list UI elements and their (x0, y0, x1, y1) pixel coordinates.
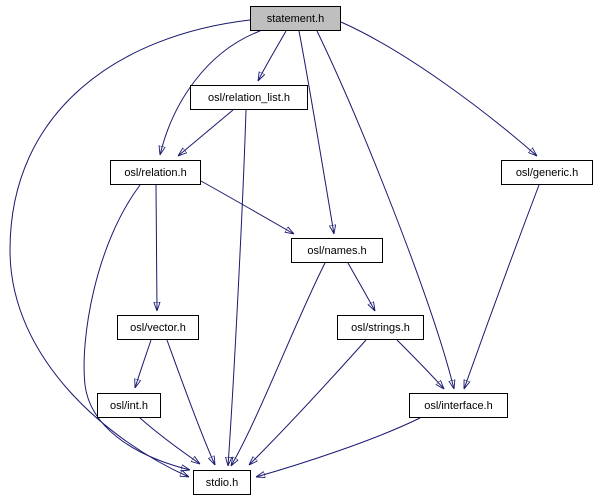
edge-statement-to-names (298, 30, 334, 234)
edge-vector-to-int (135, 339, 152, 388)
edge-strings-to-interface (396, 339, 444, 389)
edge-interface-to-stdio (256, 417, 421, 477)
edge-vector-to-stdio (166, 339, 215, 465)
node-osl-int-h[interactable]: osl/int.h (97, 393, 161, 418)
edge-int-to-stdio (139, 417, 200, 464)
edge-statement-to-relation-list (258, 30, 287, 81)
edge-relation-to-vector (156, 184, 157, 311)
edge-names-to-strings (347, 262, 375, 311)
edge-relation-list-to-relation (178, 109, 234, 156)
edge-relation-list-to-stdio (228, 109, 247, 466)
node-stdio-h[interactable]: stdio.h (193, 470, 251, 495)
node-osl-generic-h[interactable]: osl/generic.h (501, 160, 593, 185)
node-osl-names-h[interactable]: osl/names.h (291, 238, 383, 263)
edge-statement-to-generic (340, 21, 537, 156)
edge-generic-to-interface (463, 184, 540, 389)
node-osl-interface-h[interactable]: osl/interface.h (409, 393, 508, 418)
edge-relation-to-names (200, 180, 294, 234)
edge-statement-to-relation (160, 30, 261, 155)
edge-statement-to-stdio (9, 19, 251, 477)
edge-names-to-stdio (231, 262, 326, 466)
edge-statement-to-interface (316, 30, 454, 389)
node-osl-relation-list-h[interactable]: osl/relation_list.h (190, 85, 308, 110)
node-osl-strings-h[interactable]: osl/strings.h (337, 315, 424, 340)
edge-relation-to-stdio (83, 184, 190, 470)
node-osl-relation-h[interactable]: osl/relation.h (110, 160, 201, 185)
node-osl-vector-h[interactable]: osl/vector.h (117, 315, 199, 340)
node-statement-h[interactable]: statement.h (250, 6, 341, 31)
edge-strings-to-stdio (249, 339, 367, 465)
